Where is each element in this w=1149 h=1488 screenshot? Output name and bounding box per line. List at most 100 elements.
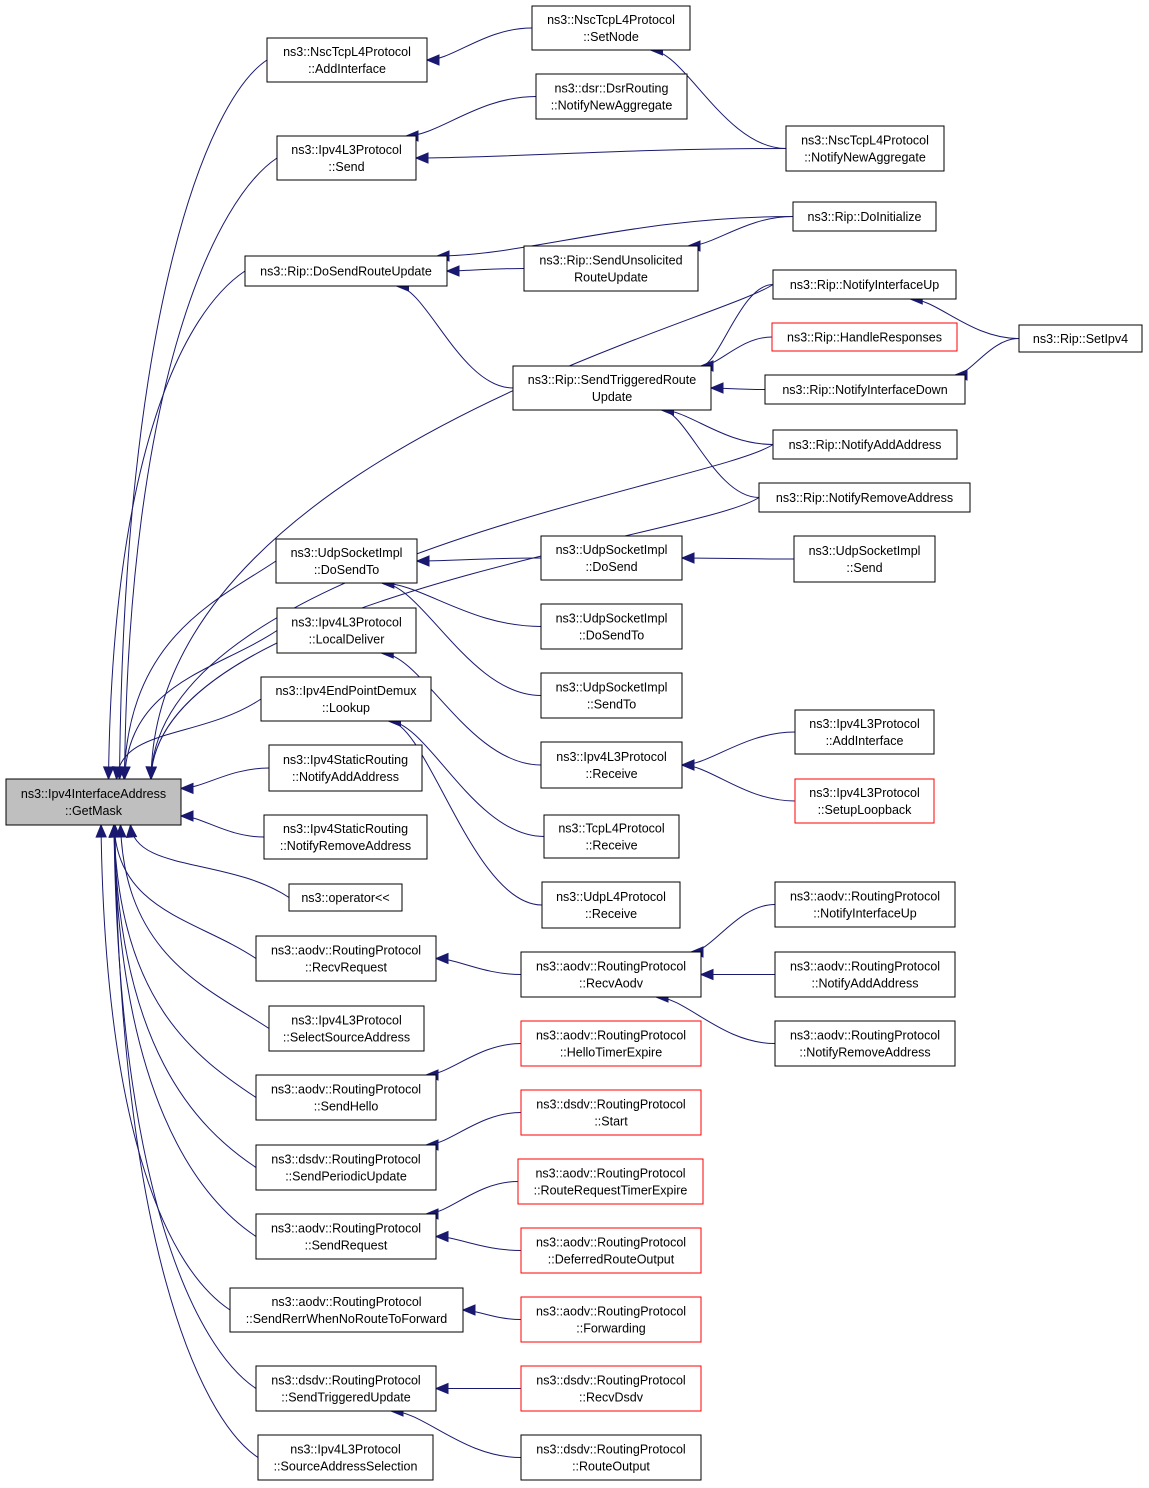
node-ipv4l3_recv[interactable]: ns3::Ipv4L3Protocol::Receive [540, 741, 683, 789]
node-udp_dosend[interactable]: ns3::UdpSocketImpl::DoSend [540, 535, 683, 581]
edge-rip_naa-to-rip_strig [660, 404, 774, 445]
node-dsdv_recv[interactable]: ns3::dsdv::RoutingProtocol::RecvDsdv [520, 1365, 702, 1412]
node-rip_niu[interactable]: ns3::Rip::NotifyInterfaceUp [772, 269, 957, 300]
node-tcp_recv[interactable]: ns3::TcpL4Protocol::Receive [543, 814, 680, 859]
node-dsdv_spu[interactable]: ns3::dsdv::RoutingProtocol::SendPeriodic… [255, 1144, 437, 1191]
node-aodv_recvreq[interactable]: ns3::aodv::RoutingProtocol::RecvRequest [255, 935, 437, 982]
node-box [260, 676, 432, 722]
node-rip_handle[interactable]: ns3::Rip::HandleResponses [771, 322, 958, 352]
node-label-line: ::SendRerrWhenNoRouteToForward [246, 1312, 448, 1326]
node-aodv_dro[interactable]: ns3::aodv::RoutingProtocol::DeferredRout… [520, 1227, 702, 1274]
node-sr_naa[interactable]: ns3::Ipv4StaticRouting::NotifyAddAddress [268, 744, 423, 792]
node-label-line: ::NotifyRemoveAddress [280, 839, 411, 853]
arrowhead [415, 555, 430, 567]
node-ipv4l3_ssa[interactable]: ns3::Ipv4L3Protocol::SelectSourceAddress [268, 1005, 425, 1052]
node-box [520, 1365, 702, 1412]
node-rip_doinit[interactable]: ns3::Rip::DoInitialize [792, 201, 937, 232]
node-aodv_naa[interactable]: ns3::aodv::RoutingProtocol::NotifyAddAdd… [774, 951, 956, 998]
edge-nsc_setnode-to-nsc_addif [425, 27, 533, 66]
node-label-line: ::GetMask [65, 804, 123, 818]
node-ipv4l3_send[interactable]: ns3::Ipv4L3Protocol::Send [276, 135, 417, 181]
node-label-line: ns3::aodv::RoutingProtocol [790, 1029, 940, 1043]
edge-rip_doinit-to-rip_sunsol [686, 216, 794, 252]
node-label-line: ::NotifyRemoveAddress [799, 1046, 930, 1060]
edge-aodv_sendreq-to-getmask [108, 823, 257, 1237]
node-udp_send[interactable]: ns3::UdpSocketImpl::Send [793, 535, 936, 583]
node-label-line: ns3::UdpSocketImpl [556, 681, 668, 695]
node-box [785, 125, 945, 172]
node-box [794, 709, 935, 755]
node-label-line: ns3::aodv::RoutingProtocol [271, 1295, 421, 1309]
node-dsdv_stu[interactable]: ns3::dsdv::RoutingProtocol::SendTriggere… [255, 1365, 437, 1412]
node-label-line: ::NotifyAddAddress [292, 770, 399, 784]
node-label-line: ::SendTriggeredUpdate [281, 1391, 411, 1405]
node-box [257, 1434, 434, 1481]
node-label-line: ns3::Ipv4L3Protocol [556, 750, 667, 764]
node-label-line: ns3::dsdv::RoutingProtocol [271, 1153, 420, 1167]
node-ipv4l3_ld[interactable]: ns3::Ipv4L3Protocol::LocalDeliver [276, 607, 417, 654]
node-box [531, 5, 691, 51]
node-label-line: ns3::Rip::SendTriggeredRoute [528, 373, 696, 387]
node-label-line: ns3::UdpSocketImpl [809, 544, 921, 558]
node-box [792, 201, 937, 232]
node-nsc_nna[interactable]: ns3::NscTcpL4Protocol::NotifyNewAggregat… [785, 125, 945, 172]
arrowhead [434, 1382, 449, 1395]
node-box [771, 322, 958, 352]
node-rip_nra[interactable]: ns3::Rip::NotifyRemoveAddress [758, 482, 971, 513]
node-box [794, 778, 935, 824]
node-aodv_serr[interactable]: ns3::aodv::RoutingProtocol::SendRerrWhen… [229, 1287, 464, 1333]
node-label-line: ::Receive [585, 907, 637, 921]
node-label-line: ::Receive [585, 767, 637, 781]
node-label-line: ns3::TcpL4Protocol [558, 822, 664, 836]
node-rip_dsru[interactable]: ns3::Rip::DoSendRouteUpdate [244, 255, 448, 287]
node-label-line: ns3::dsdv::RoutingProtocol [536, 1374, 685, 1388]
node-epd_lookup[interactable]: ns3::Ipv4EndPointDemux::Lookup [260, 676, 432, 722]
node-box [288, 883, 403, 912]
node-ipv4l3_sas[interactable]: ns3::Ipv4L3Protocol::SourceAddressSelect… [257, 1434, 434, 1481]
node-aodv_sendreq[interactable]: ns3::aodv::RoutingProtocol::SendRequest [255, 1213, 437, 1260]
node-ipv4l3_setlo[interactable]: ns3::Ipv4L3Protocol::SetupLoopback [794, 778, 935, 824]
node-ipv4l3_addif[interactable]: ns3::Ipv4L3Protocol::AddInterface [794, 709, 935, 755]
node-box [774, 951, 956, 998]
node-nsc_addif[interactable]: ns3::NscTcpL4Protocol::AddInterface [266, 37, 428, 83]
node-udp_dosendto2[interactable]: ns3::UdpSocketImpl::DoSendTo [540, 603, 683, 650]
node-box [540, 603, 683, 650]
node-label-line: ns3::NscTcpL4Protocol [547, 13, 675, 27]
node-getmask[interactable]: ns3::Ipv4InterfaceAddress::GetMask [5, 778, 182, 826]
node-udp_sendto[interactable]: ns3::UdpSocketImpl::SendTo [540, 672, 683, 719]
node-aodv_sendhello[interactable]: ns3::aodv::RoutingProtocol::SendHello [255, 1074, 437, 1121]
node-dsdv_ro[interactable]: ns3::dsdv::RoutingProtocol::RouteOutput [520, 1434, 702, 1481]
node-aodv_rrte[interactable]: ns3::aodv::RoutingProtocol::RouteRequest… [517, 1158, 704, 1205]
node-op[interactable]: ns3::operator<< [288, 883, 403, 912]
node-label-line: ::NotifyNewAggregate [551, 99, 673, 113]
node-box [774, 1020, 956, 1067]
node-aodv_nra[interactable]: ns3::aodv::RoutingProtocol::NotifyRemove… [774, 1020, 956, 1067]
edge-sr_nra-to-getmask [179, 810, 265, 838]
node-box [793, 535, 936, 583]
node-rip_nid[interactable]: ns3::Rip::NotifyInterfaceDown [764, 374, 966, 405]
node-dsr_nna[interactable]: ns3::dsr::DsrRouting::NotifyNewAggregate [535, 73, 688, 120]
node-nsc_setnode[interactable]: ns3::NscTcpL4Protocol::SetNode [531, 5, 691, 51]
node-box [540, 535, 683, 581]
edge-aodv_serr-to-getmask [95, 823, 231, 1311]
node-sr_nra[interactable]: ns3::Ipv4StaticRouting::NotifyRemoveAddr… [263, 814, 428, 860]
node-aodv_recvaodv[interactable]: ns3::aodv::RoutingProtocol::RecvAodv [520, 951, 702, 998]
node-aodv_niu[interactable]: ns3::aodv::RoutingProtocol::NotifyInterf… [774, 881, 956, 928]
node-box [520, 951, 702, 998]
node-udpl4_recv[interactable]: ns3::UdpL4Protocol::Receive [541, 881, 681, 929]
node-aodv_fwd[interactable]: ns3::aodv::RoutingProtocol::Forwarding [520, 1296, 702, 1343]
arrowhead [111, 766, 124, 781]
edge-dsdv_start-to-dsdv_spu [424, 1112, 522, 1151]
node-rip_setipv4[interactable]: ns3::Rip::SetIpv4 [1018, 324, 1143, 353]
node-udp_dosendto[interactable]: ns3::UdpSocketImpl::DoSendTo [275, 538, 418, 584]
node-box [255, 1144, 437, 1191]
node-label-line: ns3::Ipv4L3Protocol [809, 786, 920, 800]
node-label-line: ::DoSendTo [579, 629, 644, 643]
node-aodv_hello_exp[interactable]: ns3::aodv::RoutingProtocol::HelloTimerEx… [520, 1020, 702, 1067]
node-label-line: ::AddInterface [826, 734, 904, 748]
edges-layer [95, 27, 1020, 1458]
node-dsdv_start[interactable]: ns3::dsdv::RoutingProtocol::Start [520, 1089, 702, 1136]
node-rip_naa[interactable]: ns3::Rip::NotifyAddAddress [772, 429, 958, 460]
